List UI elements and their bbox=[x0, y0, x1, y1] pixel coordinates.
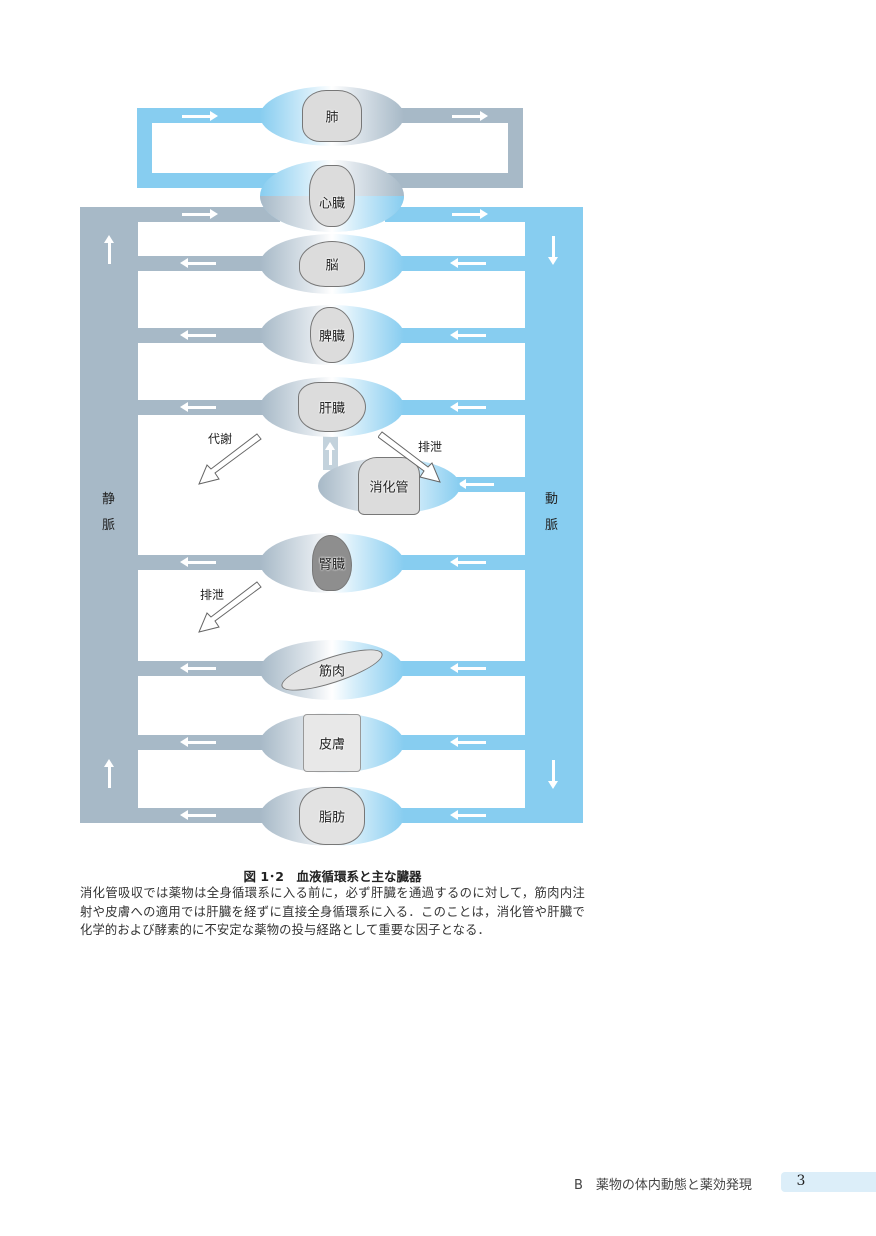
pulmonary-vein-bottom bbox=[385, 173, 523, 188]
vein-label-2: 脈 bbox=[102, 518, 116, 533]
pulmonary-artery-bottom bbox=[137, 173, 277, 188]
page-number-bar: 3 bbox=[781, 1172, 876, 1192]
gi-tract-icon bbox=[358, 457, 420, 515]
kidney-icon bbox=[312, 535, 352, 591]
arrow-right-icon bbox=[182, 111, 218, 121]
arrow-up-icon bbox=[325, 442, 335, 465]
arrow-left-icon bbox=[180, 663, 216, 673]
arrow-left-icon bbox=[450, 810, 486, 820]
vein-label-1: 静 bbox=[102, 492, 116, 507]
organ-label: 肝臓 bbox=[318, 401, 345, 417]
organ-label: 消化管 bbox=[369, 480, 409, 496]
organ-label: 心臓 bbox=[318, 196, 345, 212]
artery-label-1: 動 bbox=[545, 492, 559, 507]
organ-brain: 脳 bbox=[260, 234, 404, 294]
metabolism-arrow-icon bbox=[198, 433, 262, 485]
pulmonary-vein-right bbox=[508, 108, 523, 188]
arrow-down-icon bbox=[548, 760, 558, 789]
vena-cava-top bbox=[80, 207, 280, 222]
organ-fat: 脂肪 bbox=[260, 786, 404, 846]
organ-label: 肺 bbox=[325, 110, 339, 126]
pulmonary-artery-left bbox=[137, 108, 152, 188]
organ-lung: 肺 bbox=[260, 86, 404, 146]
organ-label: 脳 bbox=[325, 258, 339, 274]
arrow-left-icon bbox=[180, 810, 216, 820]
organ-skin: 皮膚 bbox=[260, 713, 404, 773]
footer-section-title: B 薬物の体内動態と薬効発現 bbox=[574, 1178, 752, 1193]
spleen-icon bbox=[310, 307, 354, 363]
organ-label: 腎臓 bbox=[318, 557, 345, 573]
brain-icon bbox=[299, 241, 365, 287]
excretion-liver-label: 排泄 bbox=[418, 440, 443, 454]
organ-kidney: 腎臓 bbox=[260, 533, 404, 593]
arrow-left-icon bbox=[180, 330, 216, 340]
organ-spleen: 脾臓 bbox=[260, 305, 404, 365]
organ-heart: 心臓 bbox=[260, 160, 404, 232]
arrow-left-icon bbox=[450, 402, 486, 412]
excretion-kidney-label: 排泄 bbox=[200, 588, 225, 602]
figure-caption-title: 図 1･2 血液循環系と主な臓器 bbox=[243, 869, 422, 884]
organ-gi-tract: 消化管 bbox=[318, 457, 460, 515]
arrow-up-icon bbox=[104, 235, 114, 264]
arrow-left-icon bbox=[180, 737, 216, 747]
arrow-left-icon bbox=[450, 663, 486, 673]
arrow-left-icon bbox=[180, 557, 216, 567]
arrow-right-icon bbox=[182, 209, 218, 219]
arrow-down-icon bbox=[548, 236, 558, 265]
fat-icon bbox=[299, 787, 365, 845]
arrow-left-icon bbox=[450, 330, 486, 340]
artery-column bbox=[525, 207, 583, 823]
organ-label: 筋肉 bbox=[318, 664, 345, 680]
organ-label: 脂肪 bbox=[318, 810, 345, 826]
arrow-left-icon bbox=[458, 479, 494, 489]
skin-icon bbox=[303, 714, 361, 772]
organ-label: 皮膚 bbox=[318, 737, 345, 753]
excretion-liver-arrow-icon bbox=[378, 431, 441, 483]
liver-icon bbox=[298, 382, 366, 432]
organ-liver: 肝臓 bbox=[260, 377, 404, 437]
figure-caption-body: 消化管吸収では薬物は全身循環系に入る前に，必ず肝臓を通過するのに対して，筋肉内注… bbox=[80, 886, 585, 937]
organ-label: 脾臓 bbox=[318, 329, 345, 345]
arrow-left-icon bbox=[450, 557, 486, 567]
arrow-left-icon bbox=[450, 737, 486, 747]
arrow-up-icon bbox=[104, 759, 114, 788]
heart-icon bbox=[309, 165, 355, 227]
artery-label-2: 脈 bbox=[545, 518, 559, 533]
arrow-left-icon bbox=[180, 258, 216, 268]
organ-muscle: 筋肉 bbox=[260, 640, 404, 700]
page-number: 3 bbox=[796, 1173, 806, 1189]
lung-icon bbox=[302, 90, 362, 142]
arrow-right-icon bbox=[452, 209, 488, 219]
metabolism-label: 代謝 bbox=[208, 432, 233, 446]
arrow-right-icon bbox=[452, 111, 488, 121]
arrow-left-icon bbox=[180, 402, 216, 412]
excretion-kidney-arrow-icon bbox=[198, 581, 262, 633]
arrow-left-icon bbox=[450, 258, 486, 268]
vein-column bbox=[80, 207, 138, 823]
